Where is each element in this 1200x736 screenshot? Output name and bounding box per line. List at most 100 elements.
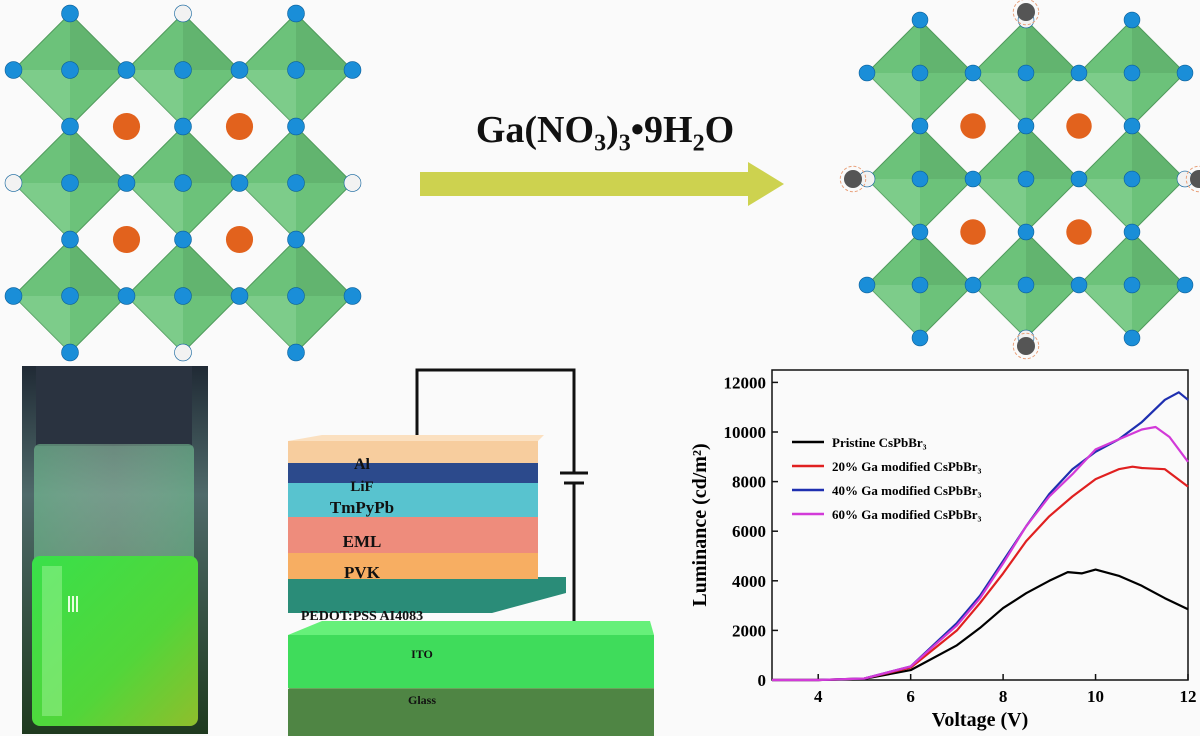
halide-atom — [1017, 64, 1035, 82]
halide-atom — [1123, 117, 1141, 135]
layer-label: TmPyPb — [330, 498, 394, 517]
halide-atom — [1017, 276, 1035, 294]
layer-eml — [288, 517, 538, 555]
x-tick-label: 12 — [1180, 687, 1197, 706]
halide-atom — [4, 61, 23, 79]
ga-atom — [843, 169, 863, 189]
halide-atom — [964, 64, 982, 82]
legend-label: Pristine CsPbBr₃ — [832, 435, 927, 450]
pristine-perovskite-lattice — [4, 4, 362, 362]
halide-atom — [287, 174, 305, 192]
halide-atom — [174, 61, 192, 79]
halide-atom — [230, 174, 249, 192]
halide-atom — [61, 117, 79, 136]
layer-label: Al — [354, 456, 371, 473]
cesium-atom — [960, 113, 986, 139]
halide-atom — [61, 287, 79, 305]
legend-label: 20% Ga modified CsPbBr₃ — [832, 459, 982, 474]
layer-pvk — [288, 553, 538, 579]
y-tick-label: 4000 — [732, 572, 766, 591]
y-tick-label: 8000 — [732, 473, 766, 492]
cesium-atom — [225, 112, 254, 141]
halide-atom — [1123, 11, 1141, 29]
halide-atom — [287, 230, 305, 249]
layer-label: ITO — [411, 647, 433, 661]
halide-atom — [174, 287, 192, 305]
halide-atom — [911, 117, 929, 135]
halide-atom — [1070, 64, 1088, 82]
halide-atom — [117, 287, 136, 305]
y-tick-label: 12000 — [724, 373, 767, 392]
halide-atom — [1070, 170, 1088, 188]
halide-atom — [858, 64, 876, 82]
halide-atom — [287, 287, 305, 305]
y-tick-label: 10000 — [724, 423, 767, 442]
ga-atom — [1189, 169, 1200, 189]
halide-atom — [1123, 223, 1141, 241]
halide-atom — [343, 61, 362, 79]
layer-lif — [288, 463, 538, 485]
x-axis-label: Voltage (V) — [932, 709, 1028, 731]
ga-atom — [1016, 2, 1036, 22]
x-tick-label: 6 — [906, 687, 915, 706]
halide-atom — [343, 287, 362, 305]
halide-atom — [4, 174, 23, 192]
halide-atom — [911, 11, 929, 29]
cesium-atom — [112, 225, 141, 254]
x-tick-label: 8 — [999, 687, 1008, 706]
halide-atom — [117, 61, 136, 79]
series-line — [772, 465, 1189, 682]
cesium-atom — [960, 219, 986, 245]
halide-atom — [1123, 64, 1141, 82]
halide-atom — [287, 343, 305, 362]
x-tick-label: 10 — [1087, 687, 1104, 706]
halide-atom — [343, 174, 362, 192]
halide-atom — [230, 61, 249, 79]
layer-glass — [288, 689, 654, 736]
halide-atom — [174, 117, 192, 136]
vial-photo — [22, 366, 208, 734]
layer-ito — [288, 635, 654, 688]
halide-atom — [911, 223, 929, 241]
halide-atom — [1070, 276, 1088, 294]
layer-label: PEDOT:PSS AI4083 — [301, 609, 423, 624]
halide-atom — [174, 4, 192, 23]
cesium-atom — [112, 112, 141, 141]
halide-atom — [287, 61, 305, 79]
ga-modified-perovskite-lattice — [839, 0, 1200, 360]
y-tick-label: 0 — [758, 671, 767, 690]
halide-atom — [911, 276, 929, 294]
halide-atom — [287, 4, 305, 23]
halide-atom — [911, 64, 929, 82]
ga-atom — [1016, 336, 1036, 356]
y-tick-label: 2000 — [732, 621, 766, 640]
y-axis-label: Luminance (cd/m²) — [689, 443, 711, 606]
halide-atom — [61, 343, 79, 362]
layer-label: Glass — [408, 693, 436, 707]
y-tick-label: 6000 — [732, 522, 766, 541]
halide-atom — [858, 276, 876, 294]
layer-label: EML — [343, 532, 382, 551]
halide-atom — [964, 276, 982, 294]
series-line — [772, 425, 1189, 682]
cesium-atom — [225, 225, 254, 254]
halide-atom — [1176, 64, 1194, 82]
halide-atom — [174, 343, 192, 362]
halide-atom — [61, 4, 79, 23]
halide-atom — [174, 174, 192, 192]
halide-atom — [174, 230, 192, 249]
halide-atom — [1017, 117, 1035, 135]
halide-atom — [1017, 223, 1035, 241]
reagent-formula: Ga(NO3)3•9H2O — [475, 109, 735, 157]
halide-atom — [61, 174, 79, 192]
reaction-arrow — [420, 162, 784, 206]
halide-atom — [911, 329, 929, 347]
halide-atom — [964, 170, 982, 188]
halide-atom — [287, 117, 305, 136]
legend-label: 40% Ga modified CsPbBr₃ — [832, 483, 982, 498]
cesium-atom — [1066, 113, 1092, 139]
cesium-atom — [1066, 219, 1092, 245]
layer-label: LiF — [350, 479, 373, 495]
